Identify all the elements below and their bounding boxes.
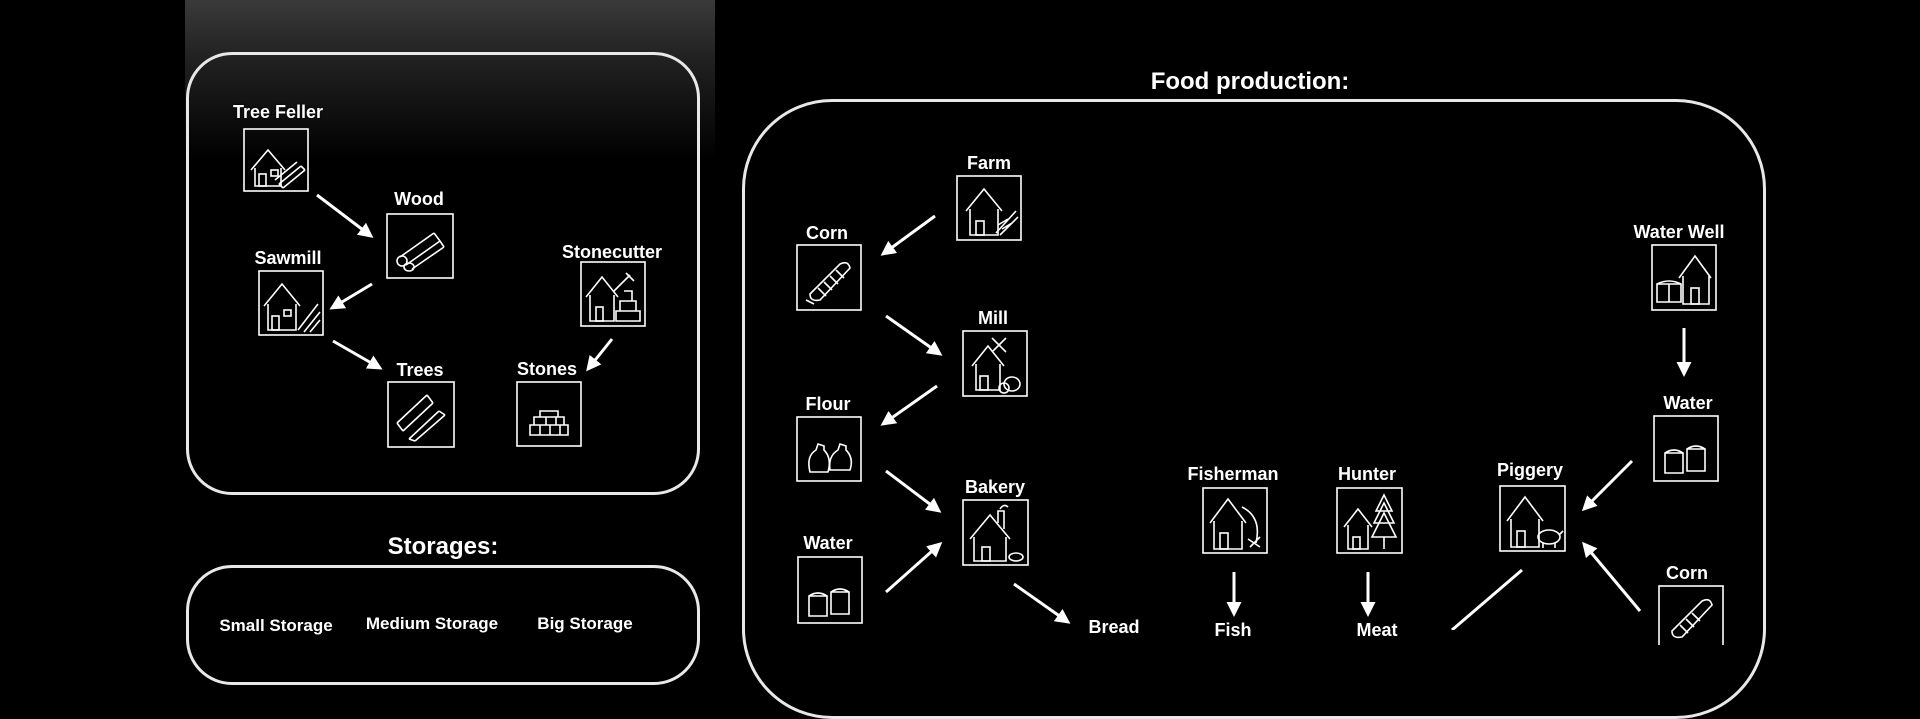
- label-corn-right: Corn: [1666, 563, 1708, 583]
- corn-right-icon: [1658, 585, 1724, 645]
- storages-title: Storages:: [387, 533, 499, 560]
- label-corn-left: Corn: [806, 223, 848, 243]
- sawmill-icon: [258, 270, 324, 336]
- tree-feller-icon: [243, 128, 309, 192]
- label-bakery: Bakery: [964, 477, 1026, 497]
- water-right-icon: [1653, 415, 1719, 482]
- corn-left-icon: [796, 244, 862, 311]
- label-bread: Bread: [1088, 617, 1140, 637]
- label-tree-feller: Tree Feller: [232, 102, 324, 122]
- food-panel: [742, 99, 1766, 719]
- label-wood: Wood: [394, 189, 444, 209]
- label-fish: Fish: [1214, 620, 1252, 640]
- label-piggery: Piggery: [1496, 460, 1564, 480]
- label-trees: Trees: [396, 360, 444, 380]
- label-big-storage: Big Storage: [537, 614, 633, 633]
- food-production-title: Food production:: [1150, 68, 1350, 95]
- top-shading: [185, 0, 715, 160]
- stonecutter-icon: [580, 261, 646, 327]
- label-small-storage: Small Storage: [219, 616, 333, 635]
- label-fisherman: Fisherman: [1187, 464, 1279, 484]
- farm-icon: [956, 175, 1022, 241]
- label-meat: Meat: [1356, 620, 1398, 640]
- label-stones: Stones: [516, 359, 578, 379]
- wood-icon: [386, 213, 454, 279]
- flour-icon: [796, 416, 862, 482]
- label-sawmill: Sawmill: [254, 248, 322, 268]
- label-mill: Mill: [978, 308, 1008, 328]
- trees-icon: [387, 381, 455, 448]
- label-farm: Farm: [966, 153, 1012, 173]
- label-hunter: Hunter: [1338, 464, 1396, 484]
- label-water-right: Water: [1663, 393, 1713, 413]
- water-left-icon: [797, 556, 863, 624]
- fisherman-icon: [1202, 487, 1268, 554]
- label-water-left: Water: [803, 533, 853, 553]
- water-well-icon: [1651, 244, 1717, 311]
- label-flour: Flour: [805, 394, 851, 414]
- label-water-well: Water Well: [1633, 222, 1725, 242]
- stones-icon: [516, 381, 582, 447]
- label-medium-storage: Medium Storage: [365, 614, 499, 633]
- hunter-icon: [1336, 487, 1403, 554]
- label-stonecutter: Stonecutter: [561, 242, 663, 262]
- mill-icon: [962, 330, 1028, 397]
- resource-panel: [186, 52, 700, 495]
- piggery-icon: [1499, 485, 1566, 552]
- bakery-icon: [962, 499, 1029, 566]
